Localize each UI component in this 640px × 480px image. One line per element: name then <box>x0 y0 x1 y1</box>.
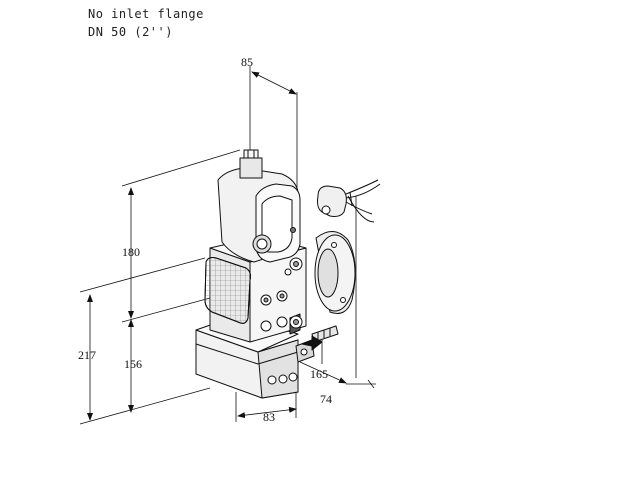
dim-165-label: 165 <box>310 367 328 381</box>
test-nipple <box>301 325 339 351</box>
dim-74-label: 74 <box>320 392 332 406</box>
cable-connector <box>317 179 381 223</box>
dim-180-label: 180 <box>122 245 140 259</box>
dim-156-label: 156 <box>124 357 142 371</box>
outlet-flange <box>314 231 356 314</box>
solenoid-coil <box>217 149 301 263</box>
caption-line-1: No inlet flange <box>88 7 204 21</box>
dim-85-label: 85 <box>241 55 253 69</box>
valve-body <box>195 149 381 399</box>
dim-83-label: 83 <box>263 410 275 424</box>
caption-line-2: DN 50 (2'') <box>88 25 173 39</box>
dimension-lines <box>79 66 376 425</box>
dim-217-label: 217 <box>78 348 96 362</box>
